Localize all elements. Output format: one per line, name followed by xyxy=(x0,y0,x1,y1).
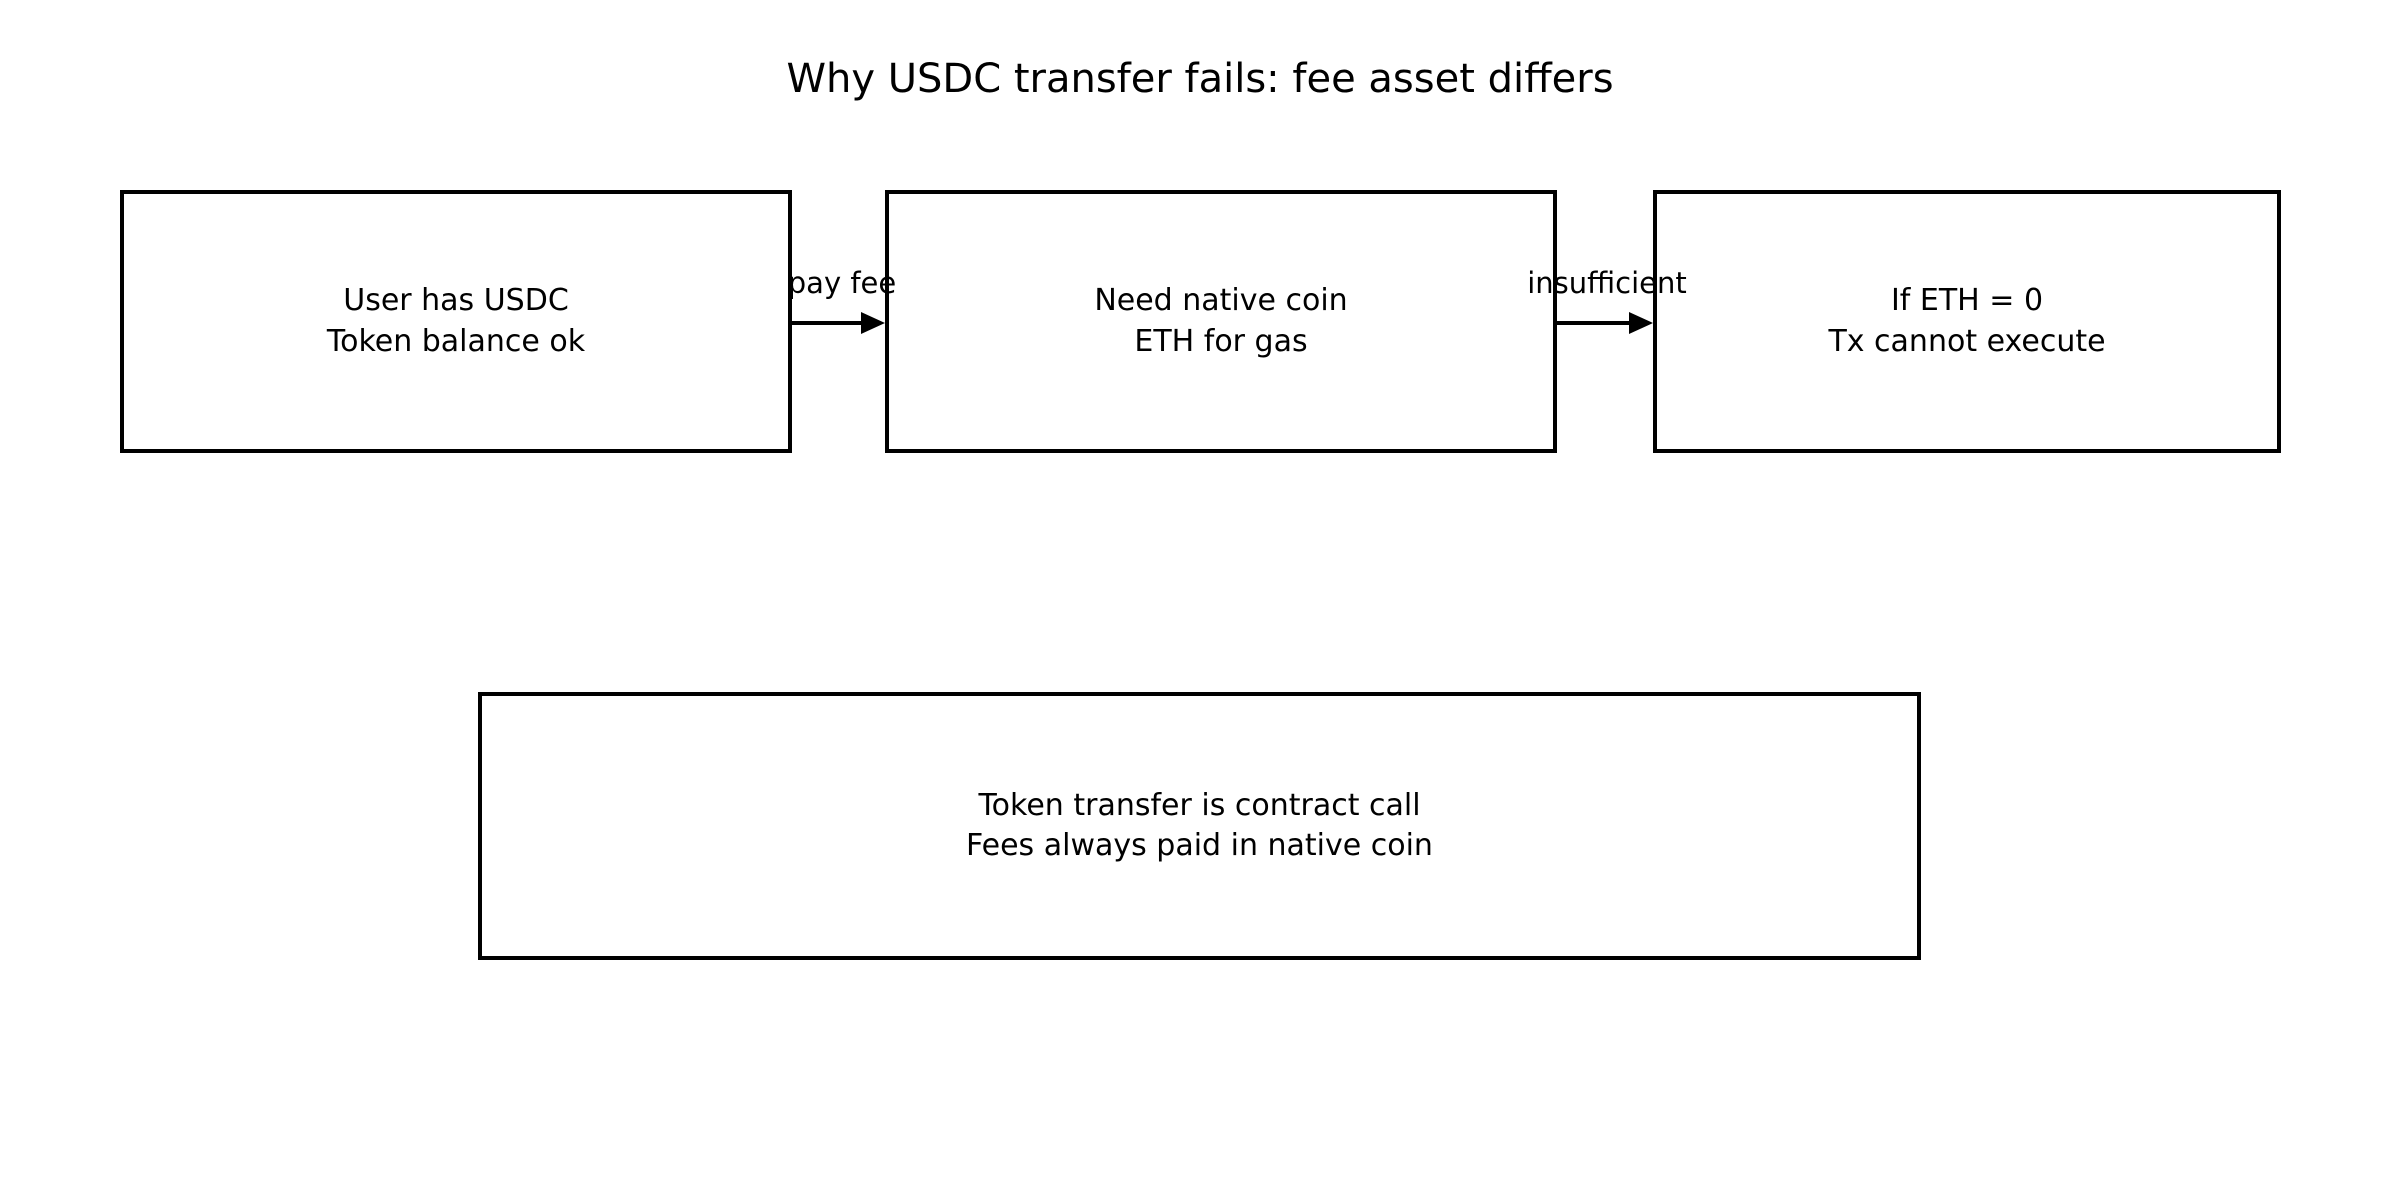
node-need-native-coin: Need native coin ETH for gas xyxy=(885,190,1557,453)
node-text-line: ETH for gas xyxy=(1134,323,1308,359)
node-text-line: Fees always paid in native coin xyxy=(966,828,1433,863)
node-text-line: User has USDC xyxy=(343,283,569,318)
node-user-has-usdc: User has USDC Token balance ok xyxy=(120,190,792,453)
node-text-line: Need native coin xyxy=(1094,283,1348,318)
edge-label-insufficient: insufficient xyxy=(1527,266,1687,300)
node-if-eth-zero: If ETH = 0 Tx cannot execute xyxy=(1653,190,2281,453)
node-text-line: Token transfer is contract call xyxy=(978,787,1421,823)
node-text-line: Token balance ok xyxy=(326,323,586,359)
node-text-line: If ETH = 0 xyxy=(1890,283,2044,318)
arrow-right-icon xyxy=(1557,312,1653,334)
arrow-right-icon xyxy=(792,312,885,334)
diagram-title: Why USDC transfer fails: fee asset diffe… xyxy=(786,56,1614,102)
node-token-transfer-note: Token transfer is contract call Fees alw… xyxy=(478,692,1921,960)
node-text-line: Tx cannot execute xyxy=(1828,323,2106,359)
edge-label-pay-fee: pay fee xyxy=(787,266,897,300)
